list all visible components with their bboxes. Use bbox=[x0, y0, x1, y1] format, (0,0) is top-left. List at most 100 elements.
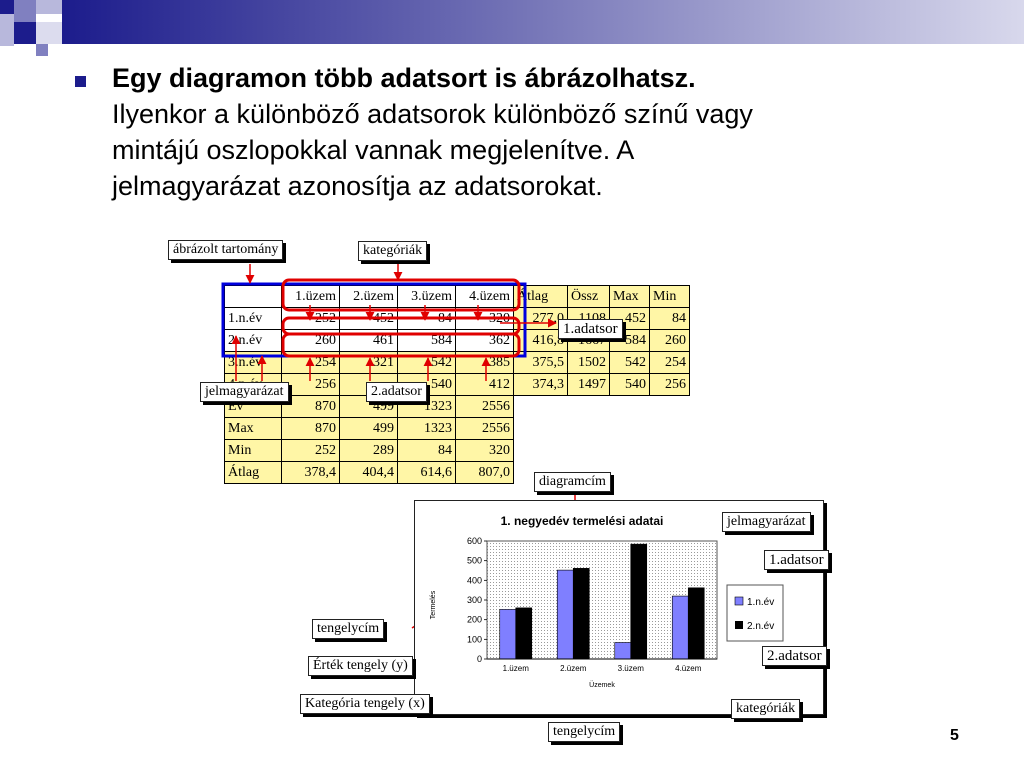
decor-square-7 bbox=[36, 44, 48, 56]
legend-box bbox=[726, 584, 784, 642]
cell: 252 bbox=[281, 307, 340, 330]
cell: 404,4 bbox=[339, 461, 398, 484]
cell: 320 bbox=[455, 307, 514, 330]
callout-value-axis: Érték tengely (y) bbox=[308, 656, 413, 676]
bar bbox=[687, 587, 705, 660]
bar bbox=[630, 543, 648, 660]
header-cell: 4.üzem bbox=[455, 285, 514, 308]
cell: 256 bbox=[281, 373, 340, 396]
bar bbox=[556, 569, 574, 660]
bar bbox=[499, 609, 517, 660]
callout-axis-title-left: tengelycím bbox=[312, 619, 385, 639]
x-tick-label: 3.üzem bbox=[618, 664, 645, 673]
decor-square-1 bbox=[0, 0, 14, 14]
y-axis-title: Termelés bbox=[430, 590, 437, 619]
callout-legend-left: jelmagyarázat bbox=[200, 382, 289, 402]
callout-series1-top: 1.adatsor bbox=[558, 319, 623, 339]
callout-series2-right: 2.adatsor bbox=[762, 646, 827, 666]
legend: 1.n.év 2.n.év bbox=[726, 584, 784, 642]
header-cell: Max bbox=[609, 285, 650, 308]
header-cell: 3.üzem bbox=[397, 285, 456, 308]
callout-series2-left: 2.adatsor bbox=[366, 382, 427, 402]
bar bbox=[614, 642, 632, 660]
y-tick-label: 0 bbox=[477, 654, 482, 664]
callout-categories-top: kategóriák bbox=[358, 241, 428, 261]
cell: 542 bbox=[609, 351, 650, 374]
cell: 584 bbox=[397, 329, 456, 352]
x-tick-label: 1.üzem bbox=[503, 664, 530, 673]
y-tick-label: 300 bbox=[467, 595, 482, 605]
cell: 412 bbox=[455, 373, 514, 396]
callout-series1-right: 1.adatsor bbox=[764, 550, 829, 570]
bars bbox=[499, 543, 705, 660]
cell: 320 bbox=[455, 439, 514, 462]
header-gradient-bar bbox=[62, 0, 1024, 44]
cell: 362 bbox=[455, 329, 514, 352]
cell: 1323 bbox=[397, 417, 456, 440]
cell: 374,3 bbox=[513, 373, 568, 396]
row-label: Min bbox=[224, 439, 282, 462]
x-axis-title: Üzemek bbox=[589, 681, 615, 689]
decor-square-5 bbox=[14, 22, 36, 44]
decor-square-4 bbox=[36, 0, 62, 14]
cell: 260 bbox=[649, 329, 690, 352]
bar bbox=[572, 568, 590, 660]
header-cell: 1.üzem bbox=[281, 285, 340, 308]
decor-square-6 bbox=[36, 22, 62, 44]
slide-line-2: mintájú oszlopokkal vannak megjelenítve.… bbox=[112, 135, 635, 165]
chart-title: 1. negyedév termelési adatai bbox=[501, 514, 664, 528]
row-label: 2.n.év bbox=[224, 329, 282, 352]
decor-square-2 bbox=[14, 0, 36, 22]
callout-axis-title-bottom: tengelycím bbox=[548, 722, 621, 742]
cell: 321 bbox=[339, 351, 398, 374]
bullet-marker bbox=[75, 76, 86, 87]
cell: 870 bbox=[281, 417, 340, 440]
header-cell: 2.üzem bbox=[339, 285, 398, 308]
cell: 252 bbox=[281, 439, 340, 462]
cell: 260 bbox=[281, 329, 340, 352]
callout-category-axis: Kategória tengely (x) bbox=[300, 694, 430, 714]
cell: 461 bbox=[339, 329, 398, 352]
cell: 84 bbox=[397, 439, 456, 462]
cell: 540 bbox=[609, 373, 650, 396]
callout-chart-title: diagramcím bbox=[534, 472, 611, 492]
slide-heading: Egy diagramon több adatsort is ábrázolha… bbox=[112, 63, 696, 93]
y-tick-label: 100 bbox=[467, 634, 482, 644]
callout-legend-right: jelmagyarázat bbox=[722, 512, 811, 532]
page-number: 5 bbox=[950, 727, 959, 744]
legend-label-1: 1.n.év bbox=[747, 597, 774, 608]
cell: 499 bbox=[339, 417, 398, 440]
spreadsheet-table: 1.üzem 2.üzem 3.üzem 4.üzem Átlag Össz M… bbox=[224, 285, 690, 484]
row-label: Átlag bbox=[224, 461, 282, 484]
y-tick-label: 600 bbox=[467, 536, 482, 546]
cell: 1497 bbox=[567, 373, 610, 396]
slide-line-1: Ilyenkor a különböző adatsorok különböző… bbox=[112, 99, 753, 129]
slide-line-3: jelmagyarázat azonosítja az adatsorokat. bbox=[112, 171, 603, 201]
decor-square-3 bbox=[0, 14, 14, 46]
row-label: 3.n.év bbox=[224, 351, 282, 374]
cell: 1502 bbox=[567, 351, 610, 374]
table-row: 3.n.év 254 321 542 385 375,5 1502 542 25… bbox=[224, 351, 690, 374]
cell: 84 bbox=[397, 307, 456, 330]
bar-chart: 1. negyedév termelési adatai 01002003004… bbox=[430, 514, 784, 689]
row-label: 1.n.év bbox=[224, 307, 282, 330]
cell: 254 bbox=[281, 351, 340, 374]
table-row: 4.n.év 256 540 412 374,3 1497 540 256 bbox=[224, 373, 690, 396]
bar bbox=[515, 607, 533, 660]
table-row: Év 870 499 1323 2556 bbox=[224, 395, 690, 418]
row-label: Max bbox=[224, 417, 282, 440]
cell: 289 bbox=[339, 439, 398, 462]
x-tick-label: 2.üzem bbox=[560, 664, 587, 673]
cell: 378,4 bbox=[281, 461, 340, 484]
cell: 84 bbox=[649, 307, 690, 330]
cell: 254 bbox=[649, 351, 690, 374]
bar bbox=[671, 595, 689, 660]
legend-swatch-2 bbox=[735, 621, 743, 629]
header-cell: Átlag bbox=[513, 285, 568, 308]
cell: 375,5 bbox=[513, 351, 568, 374]
y-tick-label: 400 bbox=[467, 575, 482, 585]
slide-paragraph: Egy diagramon több adatsort is ábrázolha… bbox=[112, 60, 942, 204]
callout-categories-bottom: kategóriák bbox=[731, 699, 801, 719]
